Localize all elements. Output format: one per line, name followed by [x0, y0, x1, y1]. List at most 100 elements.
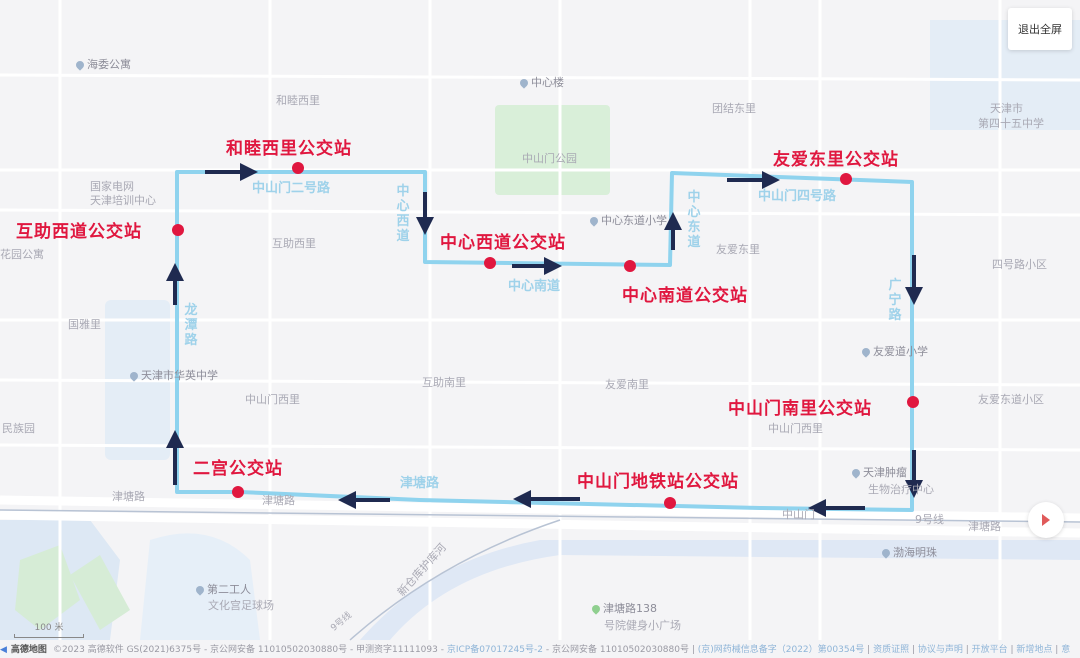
footer-link[interactable]: 新增地点: [1016, 645, 1053, 655]
footer-link[interactable]: 开放平台: [971, 645, 1008, 655]
poi-label[interactable]: 天津市华英中学: [128, 369, 218, 382]
road-label: 广宁路: [888, 278, 902, 323]
direction-arrow: [512, 257, 562, 275]
footer-link[interactable]: 资质证照: [873, 645, 910, 655]
stop-label[interactable]: 中山门地铁站公交站: [577, 472, 739, 492]
poi-label[interactable]: 海委公寓: [74, 58, 131, 71]
stop-marker: [484, 257, 496, 269]
stop-label[interactable]: 中心西道公交站: [440, 233, 566, 253]
direction-arrow: [166, 263, 184, 305]
road-label: 中心西道: [396, 184, 410, 244]
poi-text: 天津市华英中学: [141, 369, 218, 382]
direction-arrow: [205, 163, 258, 181]
amap-logo-icon: ◀: [0, 645, 7, 655]
poi-text: 中心楼: [531, 76, 564, 89]
area-label: 互助西里: [272, 237, 316, 250]
park-label: 中山门公园: [522, 152, 577, 165]
metro-station-label[interactable]: 中山门: [782, 508, 815, 521]
footer-text: ©2023 高德软件 GS(2021)6375号 - 京公网安备 1101050…: [52, 645, 447, 655]
area-label: 互助南里: [422, 376, 466, 389]
scale-bar: 100 米: [14, 620, 84, 638]
area-label: 友爱东里: [716, 243, 760, 256]
area-label: 第四十五中学: [978, 117, 1044, 130]
direction-arrow: [166, 430, 184, 485]
stop-marker: [907, 396, 919, 408]
road-label: 中心南道: [508, 279, 561, 294]
poi-label[interactable]: 渤海明珠: [880, 546, 937, 559]
map-footer: ◀高德地图 ©2023 高德软件 GS(2021)6375号 - 京公网安备 11…: [0, 645, 1071, 655]
area-label: 中山门西里: [245, 393, 300, 406]
poi-text: 海委公寓: [87, 58, 131, 71]
street-label: 津塘路: [112, 490, 145, 503]
stop-label[interactable]: 中山门南里公交站: [728, 399, 872, 419]
poi-text: 友爱道小学: [873, 345, 928, 358]
area-label: 民族园: [2, 422, 35, 435]
street-label: 津塘路: [968, 520, 1001, 533]
area-label: 号院健身小广场: [604, 619, 681, 632]
footer-link[interactable]: (京)网药械信息备字（2022）第00354号: [697, 645, 865, 655]
direction-arrow: [416, 192, 434, 235]
area-label: 团结东里: [712, 102, 756, 115]
road-label: 龙潭路: [184, 303, 198, 348]
stop-label[interactable]: 中心南道公交站: [622, 286, 748, 306]
area-label: 四号路小区: [992, 258, 1047, 271]
footer-link[interactable]: 意: [1061, 645, 1071, 655]
location-pin-icon: [590, 603, 602, 615]
road-label: 中山门二号路: [252, 181, 331, 196]
area-label: 天津市: [990, 102, 1023, 115]
road-label: 中心东道: [687, 190, 701, 250]
location-pin-icon: [74, 59, 86, 71]
location-pin-icon: [880, 547, 892, 559]
area-label: 中山门西里: [768, 422, 823, 435]
direction-arrow: [513, 490, 580, 508]
area-label: 和睦西里: [276, 94, 320, 107]
poi-label[interactable]: 天津肿瘤: [850, 466, 907, 479]
stop-marker: [292, 162, 304, 174]
poi-text: 渤海明珠: [893, 546, 937, 559]
poi-text: 津塘路138: [603, 602, 657, 615]
location-pin-icon: [194, 584, 206, 596]
footer-link[interactable]: 协议与声明: [917, 645, 963, 655]
poi-text: 中心东道小学: [601, 214, 667, 227]
stop-marker: [624, 260, 636, 272]
street-label: 津塘路: [262, 494, 295, 507]
direction-arrow: [338, 491, 390, 509]
icp-link[interactable]: 京ICP备07017245号-2: [446, 645, 543, 655]
exit-fullscreen-button[interactable]: 退出全屏: [1008, 8, 1072, 50]
area-label: 花园公寓: [0, 248, 44, 261]
area-label: 生物治疗中心: [868, 483, 934, 496]
road-label: 津塘路: [400, 476, 440, 491]
stop-label[interactable]: 友爱东里公交站: [773, 150, 899, 170]
area-label: 友爱南里: [605, 378, 649, 391]
stop-marker: [232, 486, 244, 498]
location-pin-icon: [518, 77, 530, 89]
area-label: 文化宫足球场: [208, 599, 274, 612]
road-label: 中山门四号路: [758, 189, 837, 204]
location-pin-icon: [860, 346, 872, 358]
stop-marker: [840, 173, 852, 185]
poi-label[interactable]: 中心东道小学: [588, 214, 667, 227]
scale-line: [14, 634, 84, 638]
location-pin-icon: [588, 215, 600, 227]
location-pin-icon: [128, 370, 140, 382]
scale-text: 100 米: [34, 623, 64, 633]
poi-label[interactable]: 第二工人: [194, 583, 251, 596]
poi-label[interactable]: 中心楼: [518, 76, 564, 89]
compass-icon[interactable]: [1028, 502, 1064, 538]
poi-label[interactable]: 津塘路138: [590, 602, 657, 615]
direction-arrow: [905, 450, 923, 498]
direction-arrow: [664, 212, 682, 250]
area-label: 国家电网: [90, 180, 134, 193]
stop-label[interactable]: 互助西道公交站: [16, 222, 142, 242]
location-pin-icon: [850, 467, 862, 479]
metro-line-label: 9号线: [915, 513, 944, 526]
area-label: 友爱东道小区: [978, 393, 1044, 406]
direction-arrow: [905, 255, 923, 305]
poi-label[interactable]: 友爱道小学: [860, 345, 928, 358]
stop-label[interactable]: 二宫公交站: [193, 459, 283, 479]
direction-arrow: [727, 171, 780, 189]
poi-text: 天津肿瘤: [863, 466, 907, 479]
stop-label[interactable]: 和睦西里公交站: [226, 139, 352, 159]
amap-brand[interactable]: 高德地图: [10, 645, 47, 655]
